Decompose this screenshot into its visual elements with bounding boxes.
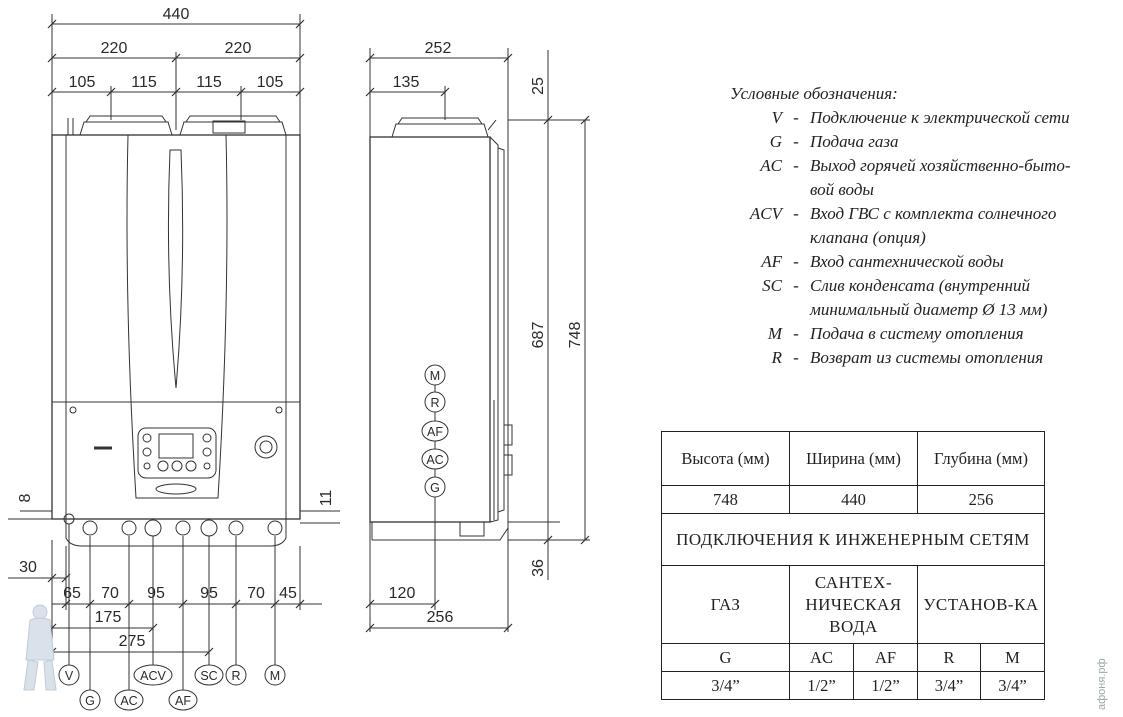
dim-bottom-36: 36 (530, 559, 547, 577)
conn-label-acv: ACV (140, 669, 166, 683)
dim-30: 30 (19, 559, 37, 576)
size-r: 3/4” (917, 671, 981, 700)
dim-seg1: 105 (69, 74, 96, 91)
conn-label-g: G (85, 694, 95, 708)
dim-65: 65 (63, 585, 81, 602)
dim-depth-120: 120 (389, 585, 416, 602)
dim-70b: 70 (247, 585, 265, 602)
legend-item: M-Подача в систему отопления (767, 324, 1024, 343)
legend-item: G-Подача газа (769, 132, 899, 151)
watermark: афоня.рф (1096, 658, 1108, 710)
dim-275: 275 (119, 633, 146, 650)
code-m: M (979, 643, 1046, 672)
legend-title: Условные обозначения: (730, 84, 898, 103)
legend-item: минимальный диаметр Ø 13 мм) (810, 300, 1048, 319)
legend-item: клапана (опция) (810, 228, 926, 247)
conn-label-v: V (65, 669, 74, 683)
dim-seg3: 115 (196, 74, 222, 91)
header-depth: Глубина (мм) (916, 431, 1046, 486)
dim-height-748: 748 (567, 322, 584, 349)
header-width: Ширина (мм) (789, 431, 918, 486)
size-ac: 1/2” (789, 671, 854, 700)
dim-offset-135: 135 (393, 74, 420, 91)
dim-half-right: 220 (225, 40, 252, 57)
dim-95b: 95 (200, 585, 218, 602)
legend: Условные обозначения: V-Подключение к эл… (700, 82, 1120, 370)
code-af: AF (853, 643, 918, 672)
dim-right-offset: 11 (318, 490, 335, 507)
side-conn-g: G (430, 481, 440, 495)
legend-item: вой воды (810, 180, 874, 199)
conn-label-r: R (231, 669, 240, 683)
dim-seg4: 105 (257, 74, 284, 91)
group-water: САНТЕХ-НИЧЕСКАЯ ВОДА (789, 565, 918, 644)
value-depth: 256 (916, 485, 1046, 514)
spec-table: Высота (мм) Ширина (мм) Глубина (мм) 748… (660, 431, 1046, 700)
header-height: Высота (мм) (661, 431, 790, 486)
code-g: G (661, 643, 790, 672)
code-r: R (917, 643, 981, 672)
size-m: 3/4” (979, 671, 1046, 700)
legend-item: ACV-Вход ГВС с комплекта солнечного (749, 204, 1057, 223)
size-g: 3/4” (661, 671, 790, 700)
legend-item: AC-Выход горячей хозяйственно-быто- (760, 156, 1071, 175)
conn-label-m: M (270, 669, 280, 683)
dim-top-25: 25 (530, 77, 547, 95)
mascot-illustration (23, 604, 57, 691)
side-conn-ac: AC (426, 453, 443, 467)
dim-left-offset: 8 (17, 493, 34, 502)
value-width: 440 (789, 485, 918, 514)
dim-width-440: 440 (163, 6, 190, 23)
dim-seg2: 115 (131, 74, 157, 91)
dim-95a: 95 (147, 585, 165, 602)
group-gas: ГАЗ (661, 565, 790, 644)
dim-depth-256: 256 (427, 609, 454, 626)
size-af: 1/2” (853, 671, 918, 700)
value-height: 748 (661, 485, 790, 514)
dim-height-687: 687 (530, 322, 547, 349)
side-conn-m: M (430, 369, 440, 383)
dim-175: 175 (95, 609, 122, 626)
side-conn-r: R (430, 396, 439, 410)
side-conn-af: AF (427, 425, 443, 439)
conn-label-sc: SC (200, 669, 217, 683)
legend-item: AF-Вход сантехнической воды (761, 252, 1004, 271)
legend-item: V-Подключение к электрической сети (771, 108, 1070, 127)
connections-title: ПОДКЛЮЧЕНИЯ К ИНЖЕНЕРНЫМ СЕТЯМ (660, 513, 1046, 566)
conn-label-ac: AC (120, 694, 137, 708)
dim-half-left: 220 (101, 40, 128, 57)
dim-45: 45 (279, 585, 297, 602)
group-install: УСТАНОВ-КА (916, 565, 1046, 644)
dim-70a: 70 (101, 585, 119, 602)
dim-depth-252: 252 (425, 40, 452, 57)
legend-item: SC-Слив конденсата (внутренний (762, 276, 1030, 295)
legend-item: R-Возврат из системы отопления (771, 348, 1044, 367)
conn-label-af: AF (175, 694, 191, 708)
code-ac: AC (789, 643, 854, 672)
